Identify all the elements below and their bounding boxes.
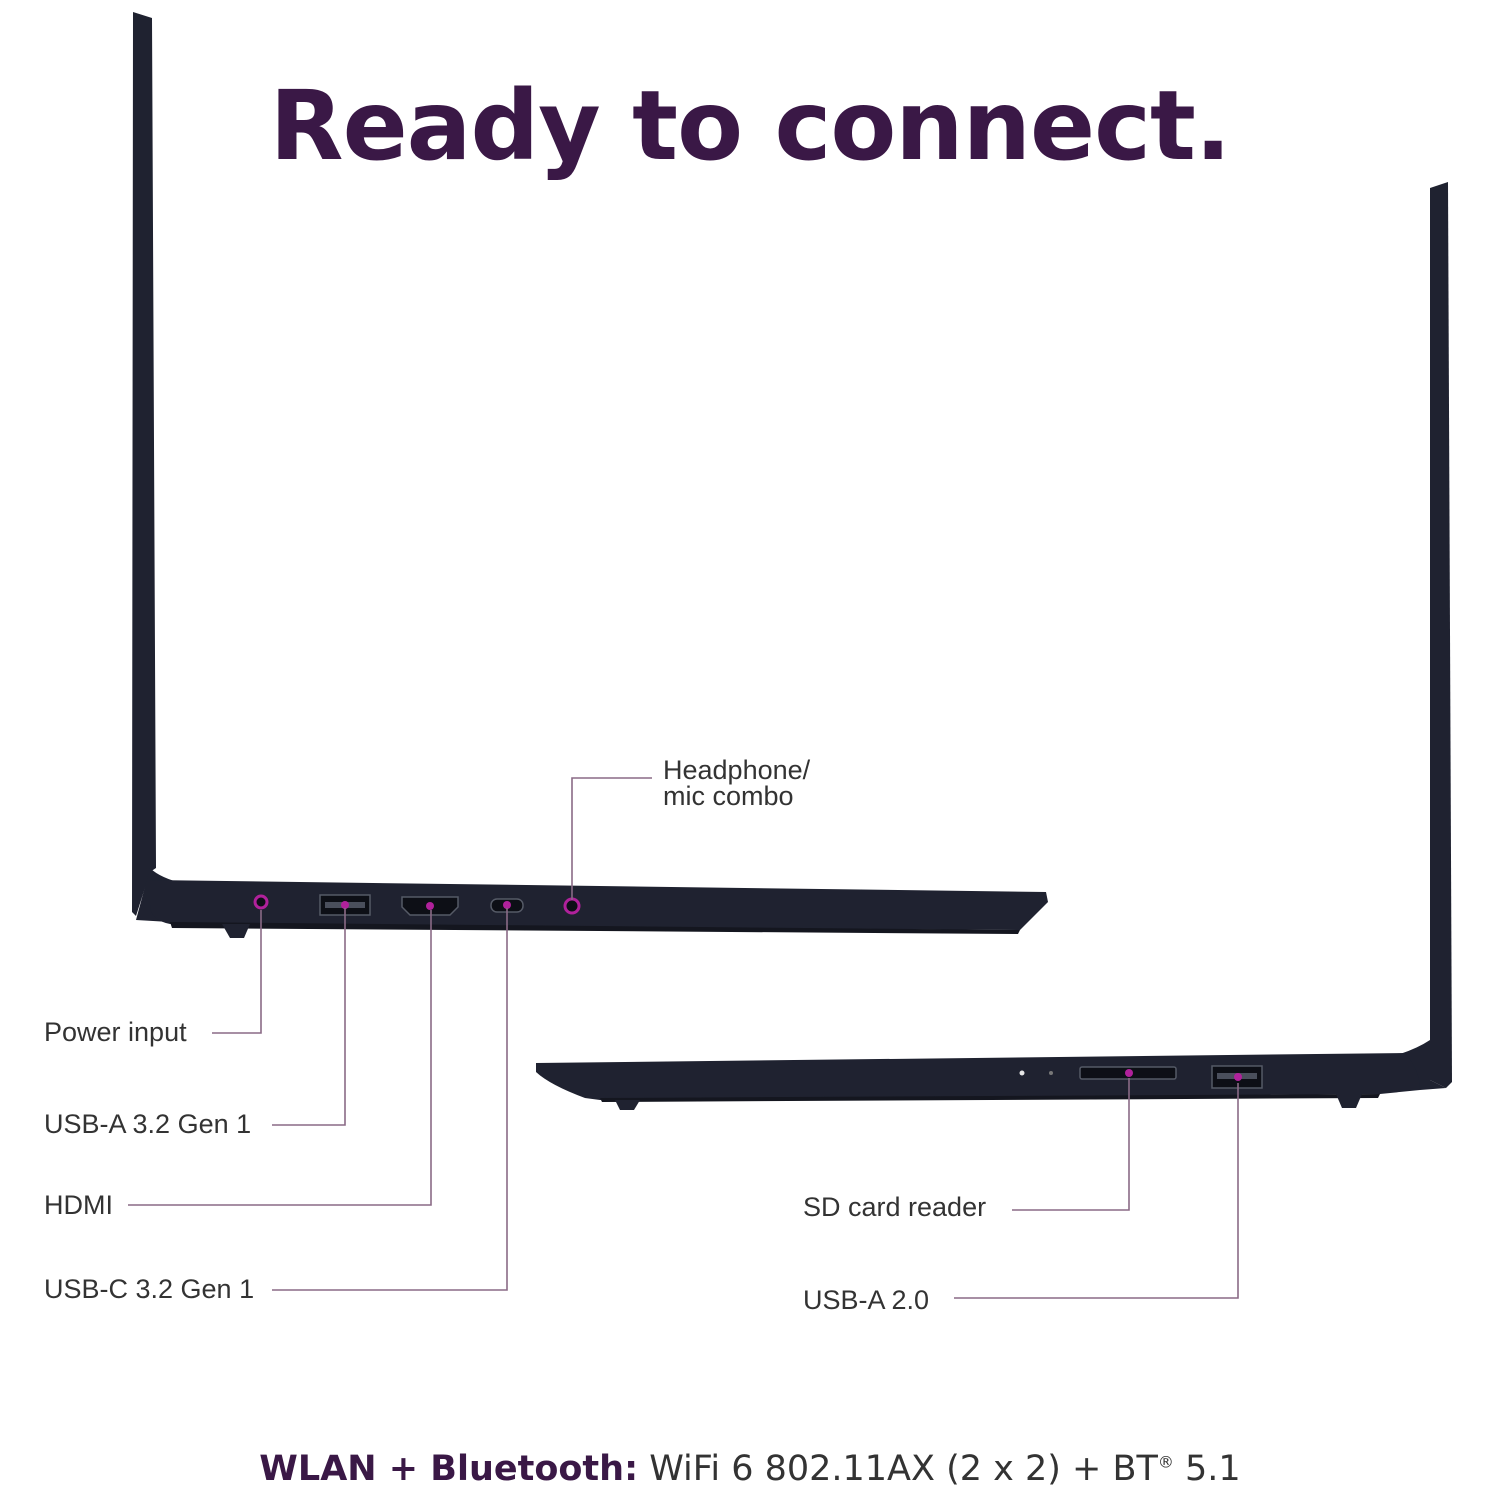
usb-c-3-2-label: USB-C 3.2 Gen 1 [44,1274,255,1304]
bluetooth-version: 5.1 [1185,1449,1241,1489]
left-leader-lines [128,777,652,1291]
right-laptop-hinge [1400,1040,1446,1090]
power-input-label: Power input [44,1017,187,1047]
usba20-leader [954,1083,1239,1299]
sd-card-reader-label: SD card reader [803,1192,987,1222]
headphone-label-line1: Headphone/ [663,755,811,785]
mic-hole-icon [1049,1071,1053,1075]
left-laptop-lid [132,12,156,916]
hdmi-label: HDMI [44,1190,113,1220]
registered-mark: ® [1157,1452,1174,1472]
sd-leader [1012,1078,1130,1211]
status-led-icon [1019,1070,1025,1076]
right-laptop [536,182,1452,1110]
right-laptop-base [536,1053,1420,1100]
page-title: Ready to connect. [269,70,1232,182]
headphone-port-icon [563,897,581,915]
wireless-spec: WLAN + Bluetooth: WiFi 6 802.11AX (2 x 2… [0,1449,1500,1489]
headphone-label-line2: mic combo [663,781,794,811]
usb-a-2-0-label: USB-A 2.0 [803,1285,930,1315]
left-laptop-foot [222,924,250,938]
usbc32-leader [272,908,508,1291]
usb-a-3-2-label: USB-A 3.2 Gen 1 [44,1109,252,1139]
wireless-spec-key: WLAN + Bluetooth: [259,1449,639,1489]
right-leader-lines [954,1078,1239,1299]
hdmi-leader [128,910,432,1206]
left-laptop [132,12,1048,938]
left-laptop-base [150,880,1048,930]
wireless-spec-value: WiFi 6 802.11AX (2 x 2) + BT [649,1449,1158,1489]
headphone-leader [571,777,652,900]
right-laptop-lid [1430,182,1452,1088]
power-leader [212,910,262,1034]
headphone-label: Headphone/ mic combo [663,755,811,811]
usba32-leader [272,908,346,1126]
power-port-icon [253,894,269,910]
right-laptop-foot [1336,1094,1362,1108]
